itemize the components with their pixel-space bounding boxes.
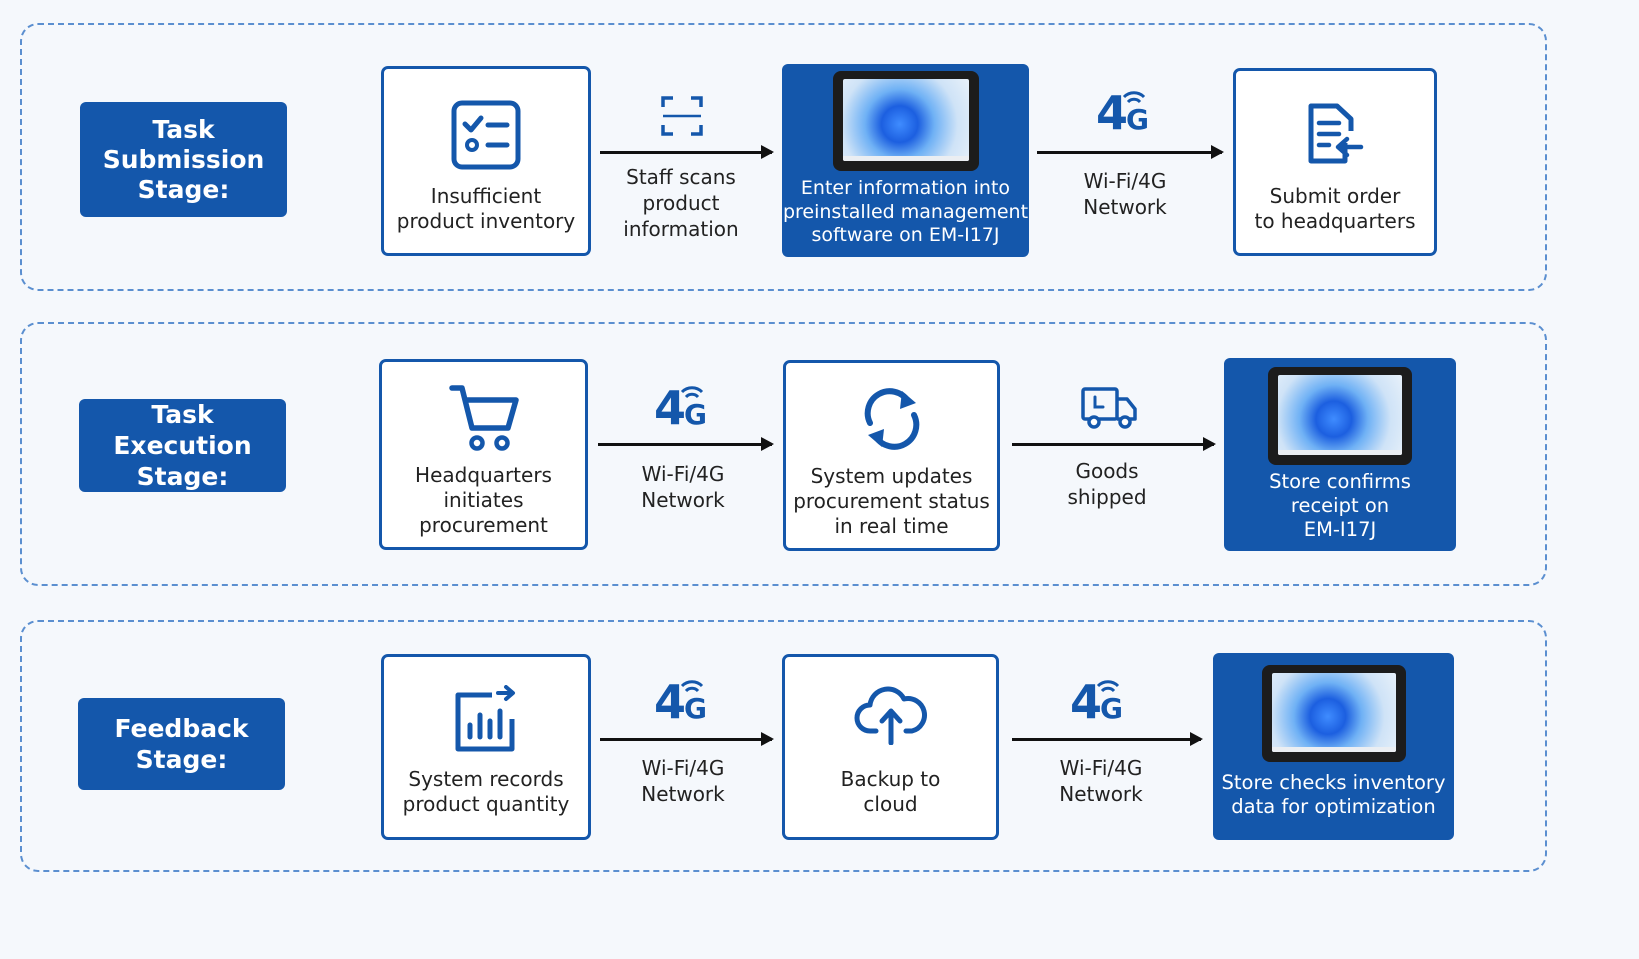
node-label: Enter information into preinstalled mana… xyxy=(782,177,1029,246)
4g-letter: G xyxy=(1100,692,1123,725)
node-headquarters-procurement: Headquarters initiates procurement xyxy=(379,359,588,550)
node-label: Store checks inventory data for optimiza… xyxy=(1221,771,1446,818)
node-label: Submit order to headquarters xyxy=(1254,184,1416,233)
flow-arrow xyxy=(598,437,774,451)
scan-icon xyxy=(661,96,703,136)
node-store-confirms: Store confirms receipt on EM-I17J xyxy=(1224,358,1456,551)
connector-label: Wi-Fi/4G Network xyxy=(641,756,725,806)
node-label: System records product quantity xyxy=(402,767,570,816)
node-label: Headquarters initiates procurement xyxy=(415,463,552,537)
node-label: System updates procurement status in rea… xyxy=(793,464,990,538)
4g-digit: 4 xyxy=(1070,675,1103,729)
4g-signal-icon: 4 G xyxy=(654,677,714,727)
cloud-upload-icon xyxy=(854,686,927,745)
delivery-truck-icon xyxy=(1081,387,1137,429)
tablet-device-image xyxy=(1268,367,1412,465)
checklist-icon xyxy=(451,100,521,170)
shopping-cart-icon xyxy=(448,385,519,451)
connector-label: Goods shipped xyxy=(1067,459,1147,509)
connector-label: Wi-Fi/4G Network xyxy=(1083,169,1167,219)
node-label: Backup to cloud xyxy=(840,767,941,816)
stage-label-feedback: Feedback Stage: xyxy=(78,698,285,790)
bar-chart-icon xyxy=(455,685,515,752)
flow-arrow xyxy=(600,732,774,746)
4g-digit: 4 xyxy=(654,675,687,729)
node-system-updates: System updates procurement status in rea… xyxy=(783,360,1000,551)
node-label: Store confirms receipt on EM-I17J xyxy=(1269,470,1411,541)
node-label: Insufficient product inventory xyxy=(396,184,576,233)
4g-letter: G xyxy=(684,398,707,431)
node-store-checks: Store checks inventory data for optimiza… xyxy=(1213,653,1454,840)
stage-label-task-execution: Task Execution Stage: xyxy=(79,399,286,492)
4g-digit: 4 xyxy=(1096,86,1129,140)
4g-signal-icon: 4 G xyxy=(654,383,714,433)
node-enter-information: Enter information into preinstalled mana… xyxy=(782,64,1029,257)
flow-arrow xyxy=(1012,732,1203,746)
4g-letter: G xyxy=(1126,103,1149,136)
connector-label: Wi-Fi/4G Network xyxy=(641,462,725,512)
4g-signal-icon: 4 G xyxy=(1070,677,1130,727)
flow-arrow xyxy=(600,145,774,159)
stage-label-task-submission: Task Submission Stage: xyxy=(80,102,287,217)
sync-icon xyxy=(864,388,919,450)
4g-signal-icon: 4 G xyxy=(1096,88,1156,138)
tablet-device-image xyxy=(1261,665,1406,762)
4g-digit: 4 xyxy=(654,381,687,435)
node-system-records: System records product quantity xyxy=(381,654,591,840)
node-submit-order: Submit order to headquarters xyxy=(1233,68,1437,256)
connector-label: Wi-Fi/4G Network xyxy=(1059,756,1143,806)
connector-label: Staff scans product information xyxy=(623,165,739,241)
document-submit-icon xyxy=(1308,103,1364,164)
tablet-device-image xyxy=(832,71,979,171)
node-insufficient-inventory: Insufficient product inventory xyxy=(381,66,591,256)
flow-arrow xyxy=(1037,145,1224,159)
flow-arrow xyxy=(1012,437,1216,451)
4g-letter: G xyxy=(684,692,707,725)
node-backup-cloud: Backup to cloud xyxy=(782,654,999,840)
